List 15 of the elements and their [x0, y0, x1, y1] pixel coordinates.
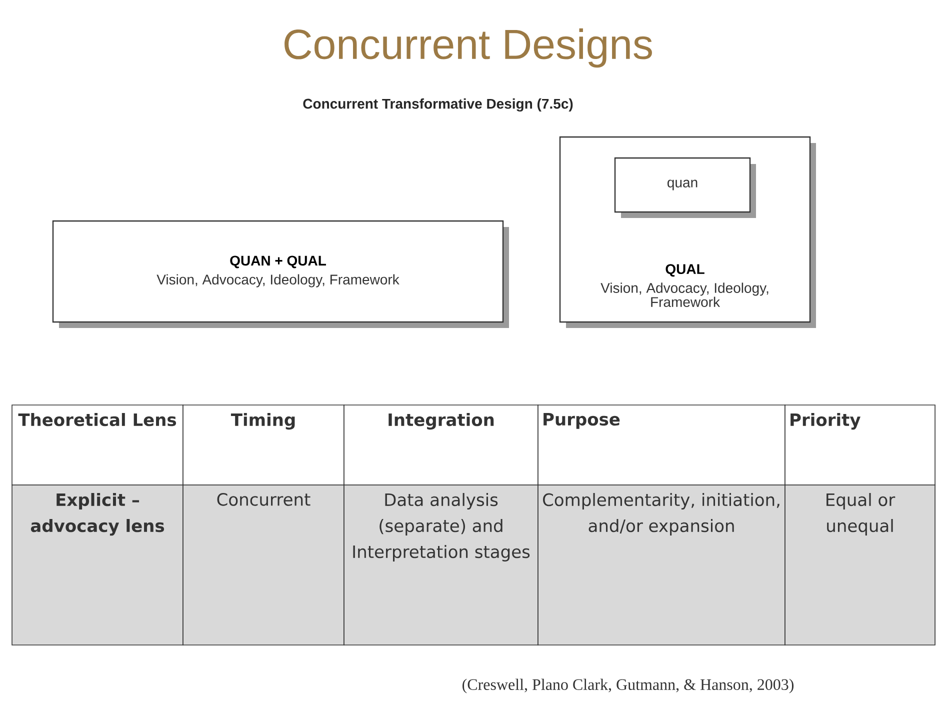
subtitle: Concurrent Transformative Design (7.5c) — [303, 98, 573, 112]
table-cell: Concurrent — [182, 484, 344, 646]
table-cell: Data analysis (separate) and Interpretation stages — [344, 484, 538, 646]
table-cell: Equal or unequal — [784, 484, 936, 646]
table-cell: Purpose — [538, 404, 786, 486]
table-cell: Explicit – advocacy lens — [12, 484, 184, 646]
title: Concurrent Designs — [284, 28, 652, 68]
table-cell: Complementarity, initiation, and/or expansion — [538, 484, 786, 646]
caption: (Creswell, Plano Clark, Gutmann, & Hanson, 2003) — [462, 678, 794, 694]
table-cell: Priority — [784, 404, 936, 486]
box: QUAN + QUAL Vision, Advocacy, Ideology, Framework — [52, 220, 509, 328]
table-cell: Theoretical Lens — [12, 404, 184, 486]
inner-box: quan — [614, 157, 756, 218]
table-cell: Timing — [182, 404, 344, 486]
table-cell: Integration — [344, 404, 538, 486]
